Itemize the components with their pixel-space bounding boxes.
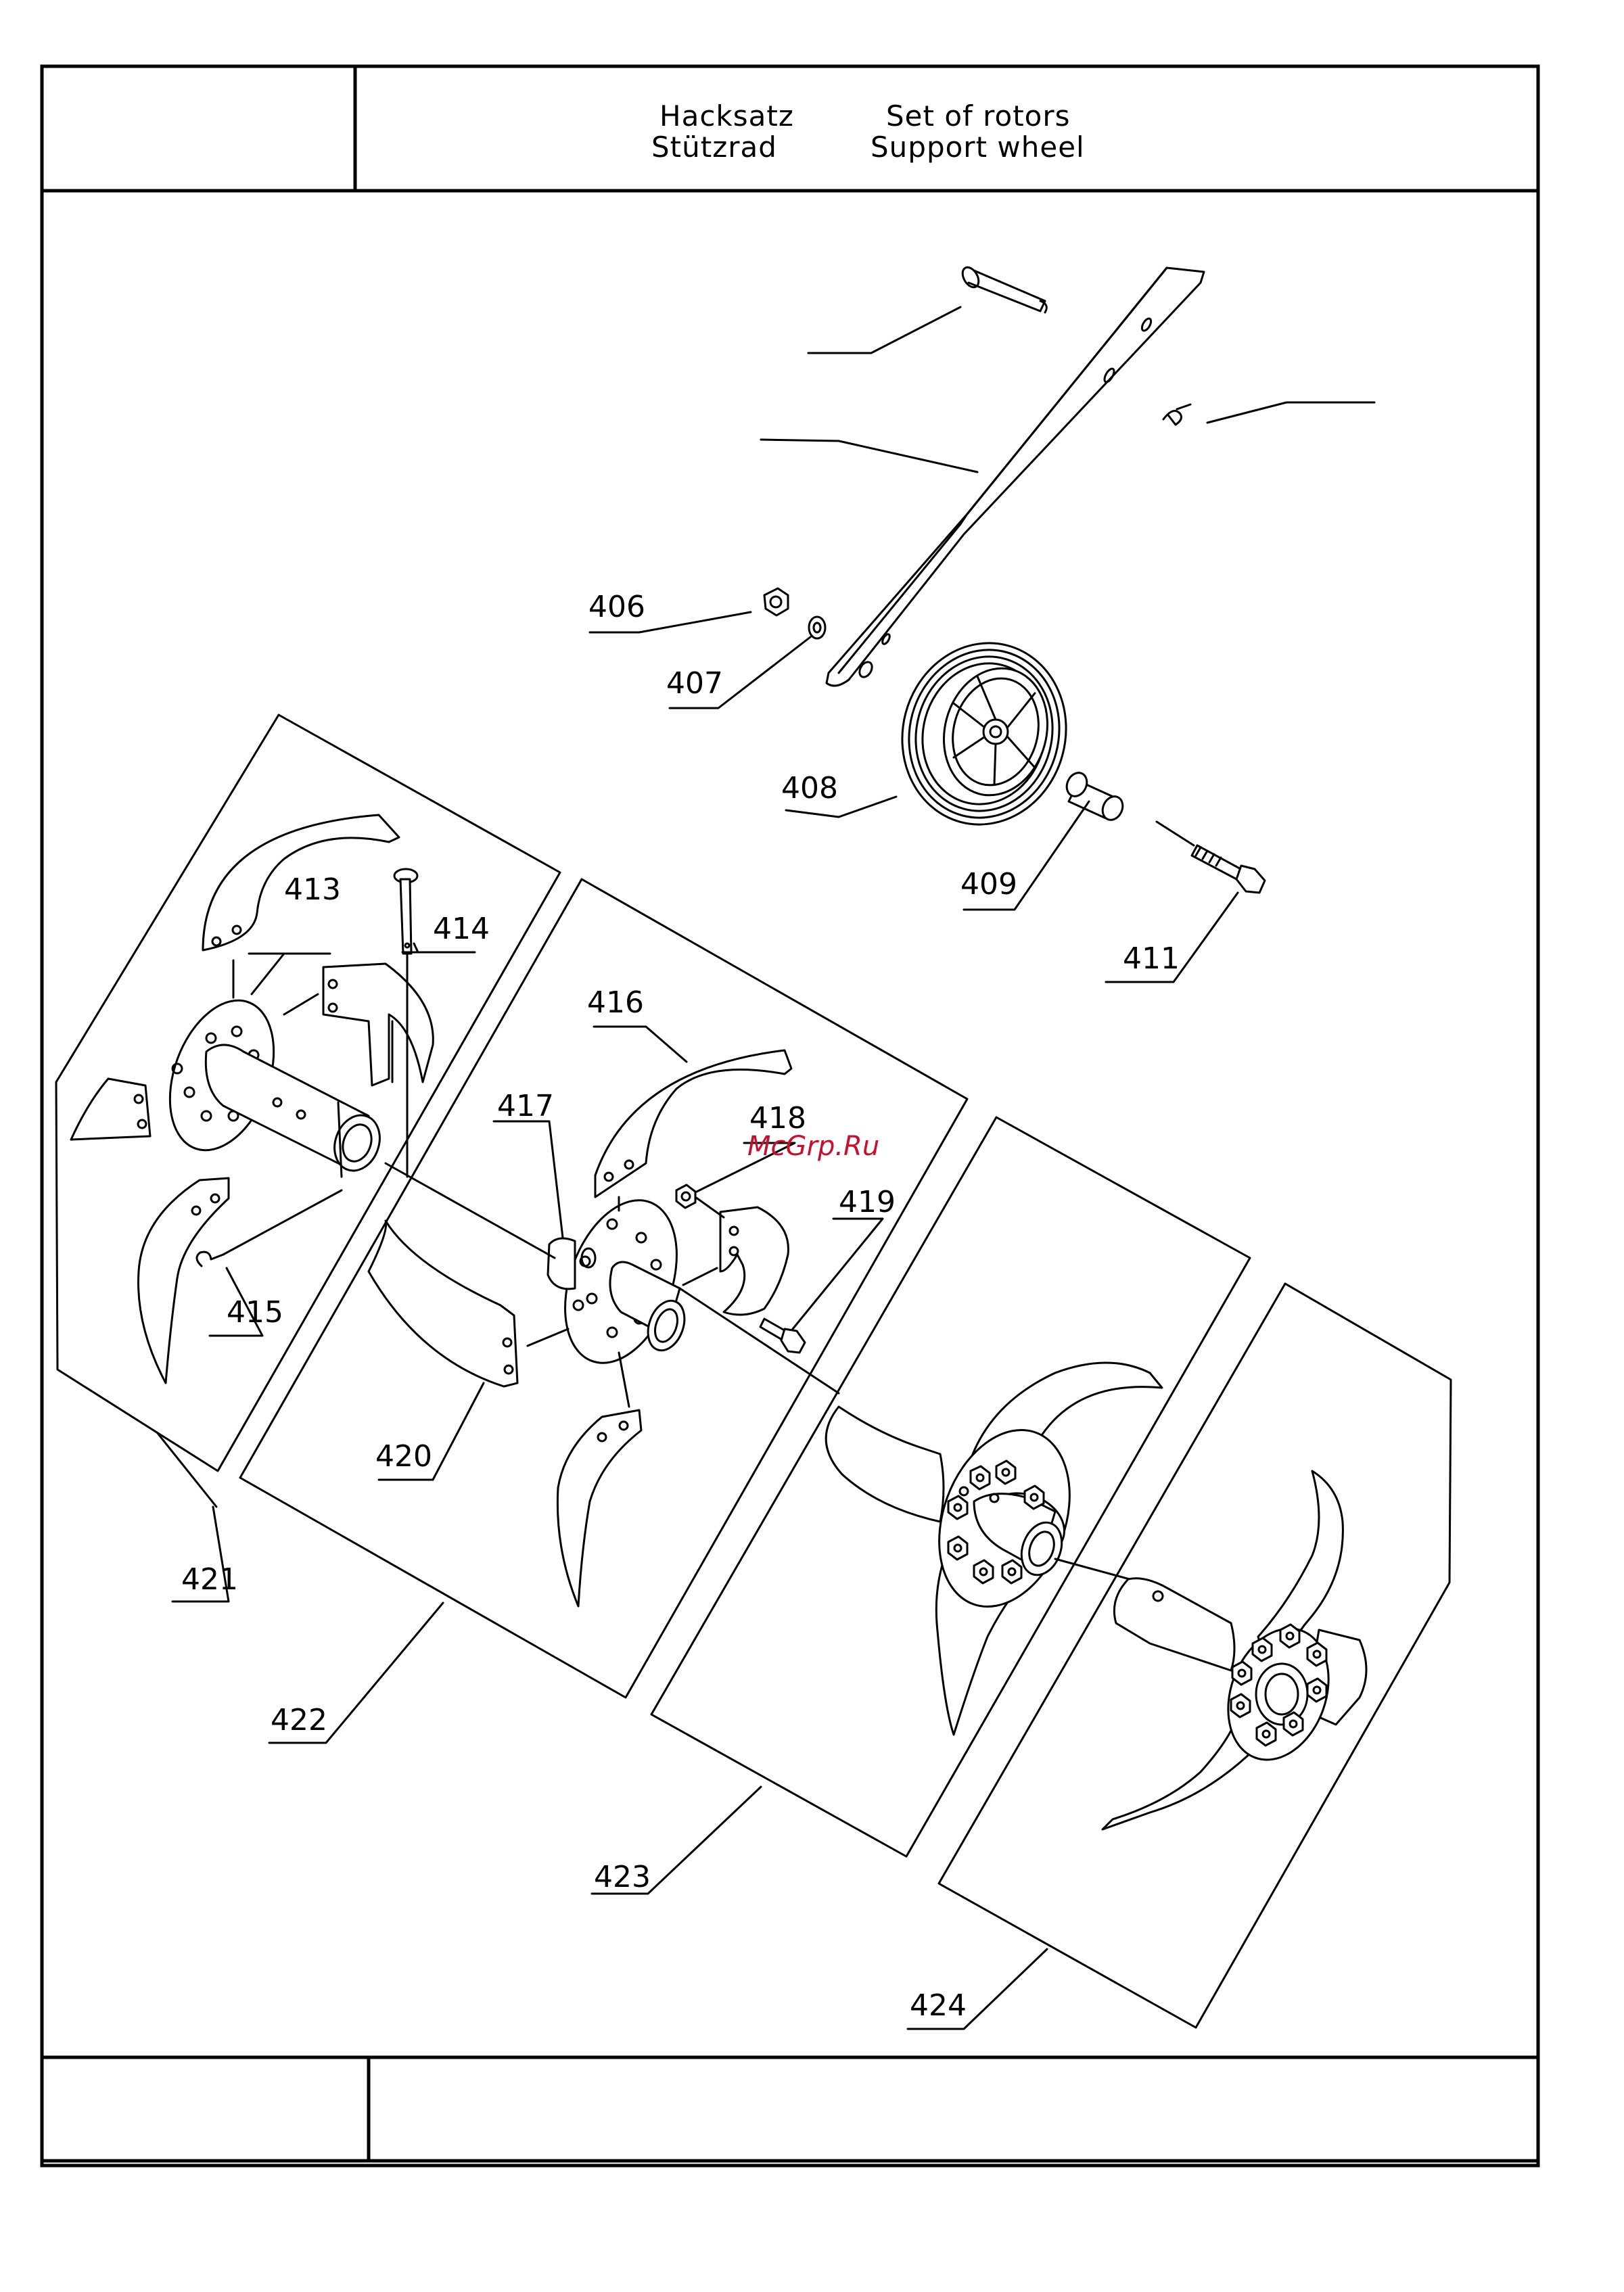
title-en-line1: Set of rotors bbox=[886, 99, 1071, 133]
nut-406 bbox=[764, 588, 788, 615]
title-block: Hacksatz Stützrad Set of rotors Support … bbox=[651, 99, 1085, 164]
bolt-411 bbox=[1157, 822, 1265, 893]
watermark-text: McGrp.Ru bbox=[747, 1131, 879, 1162]
label-409: 409 bbox=[960, 867, 1017, 902]
label-415: 415 bbox=[227, 1295, 283, 1330]
support-arm bbox=[827, 268, 1204, 686]
label-411: 411 bbox=[1123, 941, 1180, 976]
pin-part bbox=[959, 264, 1046, 312]
title-en-line2: Support wheel bbox=[871, 131, 1085, 164]
washer-407 bbox=[809, 617, 825, 638]
support-wheel-assembly bbox=[764, 264, 1265, 893]
label-413: 413 bbox=[284, 872, 341, 907]
label-406: 406 bbox=[588, 590, 645, 624]
title-de-line2: Stützrad bbox=[651, 131, 777, 164]
label-422: 422 bbox=[271, 1703, 327, 1737]
label-414: 414 bbox=[433, 912, 490, 946]
label-416: 416 bbox=[587, 985, 644, 1020]
label-420: 420 bbox=[375, 1439, 432, 1474]
label-423: 423 bbox=[594, 1860, 651, 1894]
bushing-409 bbox=[1063, 770, 1127, 823]
title-de-line1: Hacksatz bbox=[659, 99, 794, 133]
rotor-panel-424 bbox=[939, 1284, 1451, 2028]
label-419: 419 bbox=[839, 1185, 896, 1219]
label-424: 424 bbox=[910, 1988, 967, 2023]
wheel-408 bbox=[882, 625, 1086, 843]
label-407: 407 bbox=[666, 666, 723, 701]
label-408: 408 bbox=[781, 771, 838, 805]
leader-lines bbox=[157, 307, 1374, 2029]
label-421: 421 bbox=[181, 1562, 238, 1597]
clip-part bbox=[1163, 404, 1190, 425]
label-417: 417 bbox=[497, 1089, 554, 1123]
